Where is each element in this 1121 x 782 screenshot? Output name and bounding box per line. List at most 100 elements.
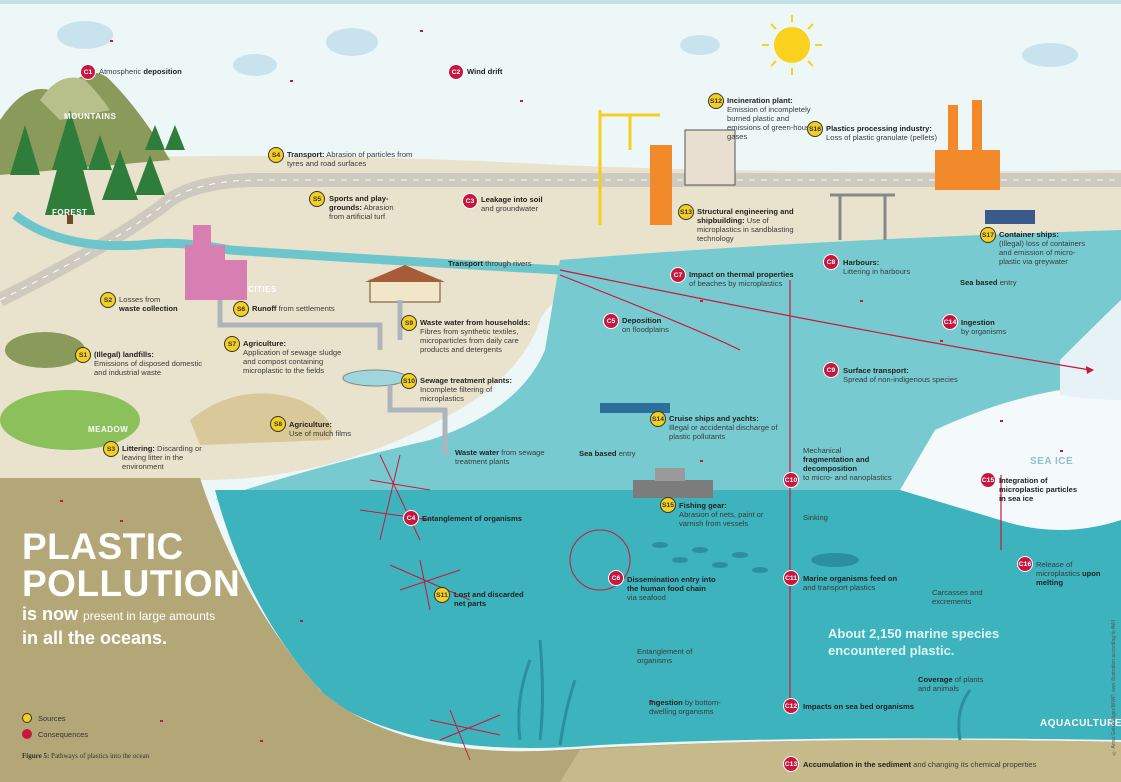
label-s6: Runoff from settlements [252, 304, 335, 313]
label-s12: Incineration plant:Emission of incomplet… [727, 96, 814, 141]
label-ingestion-bottom: Ingestion by bottom-dwelling organisms [649, 698, 721, 716]
seabed [0, 478, 1121, 782]
badge-c16: C16 [1017, 556, 1033, 572]
badge-s5: S5 [309, 191, 325, 207]
badge-s7: S7 [224, 336, 240, 352]
place-aquaculture: AQUACULTURE [1040, 718, 1121, 729]
place-cities: CITIES [248, 285, 277, 294]
legend: Sources Consequences [22, 713, 88, 745]
label-sea-based-entry-1: Sea based entry [579, 449, 636, 458]
label-s10: Sewage treatment plants:Incomplete filte… [420, 376, 512, 403]
badge-s8: S8 [270, 416, 286, 432]
badge-c4: C4 [403, 510, 419, 526]
label-s3: Littering: Discarding or leaving litter … [122, 444, 202, 471]
badge-c13: C13 [783, 756, 799, 772]
label-c16: Release of microplastics upon melting [1036, 560, 1101, 587]
place-meadow: MEADOW [88, 425, 129, 434]
label-waste-water: Waste water from sewage treatment plants [455, 448, 545, 466]
legend-consequences: Consequences [22, 729, 88, 739]
label-s5: Sports and play-grounds: Abrasion from a… [329, 194, 394, 221]
label-carcasses: Carcasses and excrements [932, 588, 983, 606]
badge-c3: C3 [462, 193, 478, 209]
label-s11: Lost and discarded net parts [454, 590, 524, 608]
label-s9: Waste water from households:Fibres from … [420, 318, 531, 354]
credit: © Anna Gelschläger/WWF; own illustration… [1111, 620, 1117, 756]
badge-c2: C2 [448, 64, 464, 80]
badge-c14: C14 [942, 314, 958, 330]
badge-s15: S15 [660, 497, 676, 513]
label-c6: Dissemination entry into the human food … [627, 575, 716, 602]
label-c13: Accumulation in the sediment and changin… [803, 760, 1037, 769]
label-c9: Surface transport:Spread of non-indigeno… [843, 366, 958, 384]
label-c8: Harbours:Littering in harbours [843, 258, 911, 276]
label-s17: Container ships:(Illegal) loss of contai… [999, 230, 1086, 266]
sun [774, 27, 810, 63]
headline-line1: PLASTIC [22, 526, 184, 567]
badge-s16: S16 [807, 121, 823, 137]
label-sinking: Sinking [803, 513, 828, 522]
badge-c12: C12 [783, 698, 799, 714]
label-c2: Wind drift [467, 67, 503, 76]
badge-c5: C5 [603, 313, 619, 329]
badge-s2: S2 [100, 292, 116, 308]
sea-surface [215, 230, 1121, 500]
label-transport-rivers: Transport through rivers [448, 259, 532, 268]
label-entanglement-2: Entanglement of organisms [637, 647, 693, 665]
place-mountains: MOUNTAINS [64, 112, 117, 121]
badge-c8: C8 [823, 254, 839, 270]
badge-c10: C10 [783, 472, 799, 488]
meadow [0, 390, 140, 450]
headline-line3: is now present in large amounts [22, 604, 216, 624]
label-s4: Transport: Abrasion of particles from ty… [287, 150, 413, 168]
badge-s6: S6 [233, 301, 249, 317]
label-s8: Agriculture:Use of mulch films [289, 420, 352, 438]
badge-c6: C6 [608, 570, 624, 586]
label-c4: Entanglement of organisms [422, 514, 522, 523]
place-forest: FOREST [52, 208, 88, 217]
label-coverage: Coverage of plants and animals [918, 675, 984, 693]
deep-sea [215, 490, 1121, 748]
label-s14: Cruise ships and yachts:Illegal or accid… [669, 414, 778, 441]
label-s16: Plastics processing industry:Loss of pla… [826, 124, 938, 142]
badge-s14: S14 [650, 411, 666, 427]
label-c12: Impacts on sea bed organisms [803, 702, 914, 711]
label-c1: Atmospheric deposition [99, 67, 182, 76]
label-s7: Agriculture:Application of sewage sludge… [243, 339, 342, 375]
legend-consequence-dot [22, 729, 32, 739]
sea-ice [900, 380, 1121, 530]
badge-s4: S4 [268, 147, 284, 163]
badge-s12: S12 [708, 93, 724, 109]
badge-c9: C9 [823, 362, 839, 378]
badge-c11: C11 [783, 570, 799, 586]
badge-c7: C7 [670, 267, 686, 283]
badge-s17: S17 [980, 227, 996, 243]
label-s13: Structural engineering and shipbuilding:… [697, 207, 794, 243]
badge-s3: S3 [103, 441, 119, 457]
badge-s11: S11 [434, 587, 450, 603]
headline-line4: in all the oceans. [22, 628, 168, 648]
legend-source-dot [22, 713, 32, 723]
badge-s9: S9 [401, 315, 417, 331]
headline: PLASTIC POLLUTION is now present in larg… [22, 528, 240, 649]
species-note: About 2,150 marine species encountered p… [828, 626, 1000, 658]
headline-line2: POLLUTION [22, 563, 241, 604]
figure-caption: Figure 5: Pathways of plastics into the … [22, 752, 150, 760]
badge-s10: S10 [401, 373, 417, 389]
badge-s1: S1 [75, 347, 91, 363]
badge-s13: S13 [678, 204, 694, 220]
badge-c15: C15 [980, 472, 996, 488]
label-s15: Fishing gear:Abrasion of nets, paint or … [679, 501, 764, 528]
label-s1: (Illegal) landfills:Emissions of dispose… [94, 350, 203, 377]
place-sea-ice: SEA ICE [1030, 456, 1074, 467]
label-c15: Integration of microplastic particles in… [999, 476, 1078, 503]
label-sea-based-entry-2: Sea based entry [960, 278, 1017, 287]
